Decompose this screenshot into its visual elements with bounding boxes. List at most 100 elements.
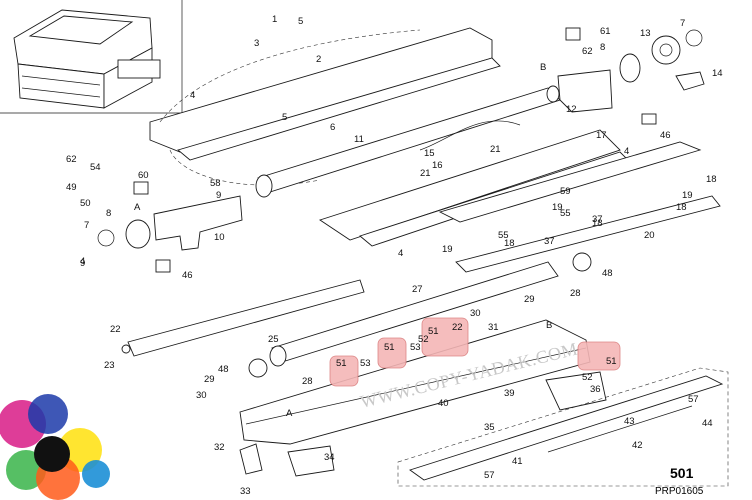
callout-8: 8 bbox=[106, 208, 111, 219]
callout-51: 51 bbox=[336, 358, 347, 369]
callout-39: 39 bbox=[504, 388, 515, 399]
entrance-guide bbox=[121, 279, 365, 357]
callout-18: 18 bbox=[706, 174, 717, 185]
callout-58: 58 bbox=[210, 178, 221, 189]
heat-roller bbox=[255, 85, 561, 198]
callout-18: 18 bbox=[504, 238, 515, 249]
logo-circles bbox=[0, 394, 110, 500]
callout-53: 53 bbox=[360, 358, 371, 369]
callout-60: 60 bbox=[138, 170, 149, 181]
callout-B: B bbox=[546, 320, 552, 331]
callout-27: 27 bbox=[412, 284, 423, 295]
callout-19: 19 bbox=[552, 202, 563, 213]
callout-5: 5 bbox=[298, 16, 303, 27]
highlight-box-51d bbox=[577, 341, 621, 371]
callout-44: 44 bbox=[702, 418, 713, 429]
callout-18: 18 bbox=[676, 202, 687, 213]
paper-exit-guide bbox=[239, 367, 729, 487]
callout-29: 29 bbox=[524, 294, 535, 305]
machine-overview-inset bbox=[0, 0, 183, 114]
callout-19: 19 bbox=[682, 190, 693, 201]
callout-30: 30 bbox=[470, 308, 481, 319]
callout-17: 17 bbox=[596, 130, 607, 141]
fuser-lower-frame bbox=[239, 319, 607, 445]
callout-49: 49 bbox=[66, 182, 77, 193]
callout-9: 9 bbox=[80, 258, 85, 269]
callout-61: 61 bbox=[600, 26, 611, 37]
callout-52: 52 bbox=[582, 372, 593, 383]
callout-4: 4 bbox=[624, 146, 629, 157]
callout-52: 52 bbox=[418, 334, 429, 345]
callout-1: 1 bbox=[272, 14, 277, 25]
right-gear-assembly bbox=[557, 27, 705, 125]
callout-7: 7 bbox=[84, 220, 89, 231]
callout-54: 54 bbox=[90, 162, 101, 173]
callout-62: 62 bbox=[582, 46, 593, 57]
callout-15: 15 bbox=[424, 148, 435, 159]
callout-22: 22 bbox=[452, 322, 463, 333]
callout-21: 21 bbox=[420, 168, 431, 179]
callout-46: 46 bbox=[182, 270, 193, 281]
callout-2: 2 bbox=[316, 54, 321, 65]
callout-3: 3 bbox=[254, 38, 259, 49]
callout-28: 28 bbox=[302, 376, 313, 387]
callout-53: 53 bbox=[410, 342, 421, 353]
callout-4: 4 bbox=[190, 90, 195, 101]
callout-14: 14 bbox=[712, 68, 723, 79]
callout-43: 43 bbox=[624, 416, 635, 427]
callout-51: 51 bbox=[606, 356, 617, 367]
callout-33: 33 bbox=[240, 486, 251, 497]
callout-57: 57 bbox=[484, 470, 495, 481]
callout-51: 51 bbox=[428, 326, 439, 337]
callout-42: 42 bbox=[632, 440, 643, 451]
callout-13: 13 bbox=[640, 28, 651, 39]
callout-28: 28 bbox=[570, 288, 581, 299]
callout-48: 48 bbox=[602, 268, 613, 279]
callout-10: 10 bbox=[214, 232, 225, 243]
highlight-box-51b bbox=[377, 337, 407, 369]
callout-34: 34 bbox=[324, 452, 335, 463]
callout-4: 4 bbox=[80, 256, 85, 267]
callout-9: 9 bbox=[216, 190, 221, 201]
callout-6: 6 bbox=[330, 122, 335, 133]
page-number: 501 bbox=[670, 465, 694, 481]
callout-57: 57 bbox=[688, 394, 699, 405]
callout-35: 35 bbox=[484, 422, 495, 433]
callout-labels: 1 2 3 4 4 4 4 5 5 6 7 7 8 8 9 9 10 11 12… bbox=[66, 14, 723, 497]
callout-19: 19 bbox=[442, 244, 453, 255]
callout-40: 40 bbox=[438, 398, 449, 409]
page-code: PRP01605 bbox=[655, 486, 704, 497]
highlight-box-51a bbox=[329, 355, 359, 387]
separator-plate-assembly bbox=[438, 141, 721, 273]
callout-B: B bbox=[540, 62, 546, 73]
callout-A: A bbox=[286, 408, 293, 419]
callout-32: 32 bbox=[214, 442, 225, 453]
callout-7: 7 bbox=[680, 18, 685, 29]
highlight-box-51c bbox=[421, 317, 469, 357]
callout-23: 23 bbox=[104, 360, 115, 371]
callout-30: 30 bbox=[196, 390, 207, 401]
callout-18: 18 bbox=[592, 218, 603, 229]
callout-22: 22 bbox=[110, 324, 121, 335]
callout-20: 20 bbox=[644, 230, 655, 241]
callout-48: 48 bbox=[218, 364, 229, 375]
callout-8: 8 bbox=[600, 42, 605, 53]
callout-11: 11 bbox=[354, 134, 364, 145]
callout-5: 5 bbox=[282, 112, 287, 123]
callout-37: 37 bbox=[544, 236, 555, 247]
callout-59: 59 bbox=[560, 186, 571, 197]
callout-37: 37 bbox=[592, 214, 603, 225]
callout-51: 51 bbox=[384, 342, 395, 353]
pressure-roller bbox=[248, 252, 592, 378]
callout-46: 46 bbox=[660, 130, 671, 141]
callout-50: 50 bbox=[80, 198, 91, 209]
callout-55: 55 bbox=[560, 208, 571, 219]
callout-12: 12 bbox=[566, 104, 577, 115]
fuser-upper-cover bbox=[149, 27, 501, 186]
callout-21: 21 bbox=[490, 144, 501, 155]
callout-31: 31 bbox=[488, 322, 499, 333]
callout-41: 41 bbox=[512, 456, 523, 467]
callout-4: 4 bbox=[398, 248, 403, 259]
highlight-boxes bbox=[329, 317, 621, 387]
